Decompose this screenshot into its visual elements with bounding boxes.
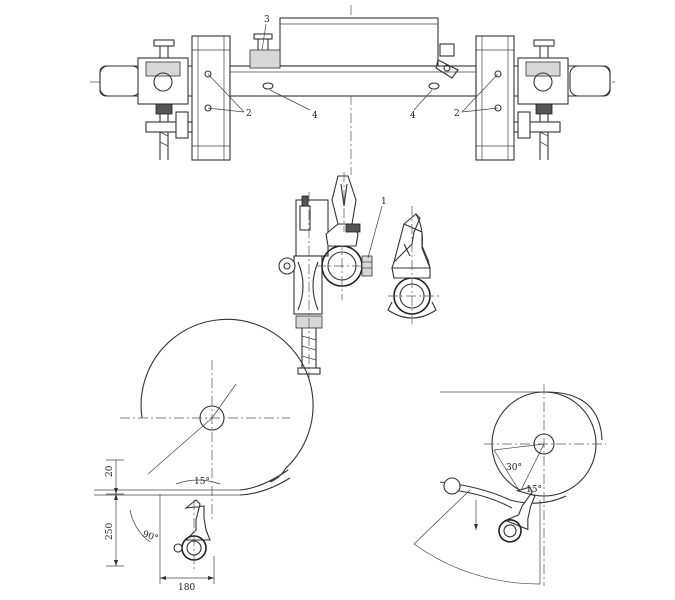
right-bearing-housing	[513, 39, 569, 160]
dim-height: 250	[105, 523, 115, 540]
dim-width: 180	[178, 583, 195, 593]
label-part-1: 1	[381, 197, 387, 207]
bottom-right-view: 30° 15°	[413, 384, 606, 586]
dim-right-angle: 90°	[141, 529, 159, 544]
middle-detail-view: 1	[278, 172, 440, 380]
top-assembly-view: 3 2 4 4 2	[90, 5, 615, 175]
label-part-3: 3	[264, 15, 270, 25]
fork-side-view	[387, 206, 440, 326]
bottom-left-view: 20 250 180 15° 90°	[94, 318, 314, 593]
label-part-2-right: 2	[454, 109, 460, 119]
label-part-2-left: 2	[246, 109, 252, 119]
dim-angle-right-b: 15°	[526, 485, 542, 495]
right-bracket	[435, 43, 459, 79]
dim-angle-right-a: 30°	[506, 463, 522, 473]
clamp-block	[249, 33, 281, 69]
label-part-4-left: 4	[312, 111, 318, 121]
label-part-4-right: 4	[410, 111, 416, 121]
dim-angle-left: 15°	[194, 477, 210, 487]
left-bearing-housing	[137, 39, 193, 160]
left-drum	[140, 318, 314, 469]
dim-gap: 20	[105, 465, 115, 477]
upper-plate	[279, 17, 439, 67]
